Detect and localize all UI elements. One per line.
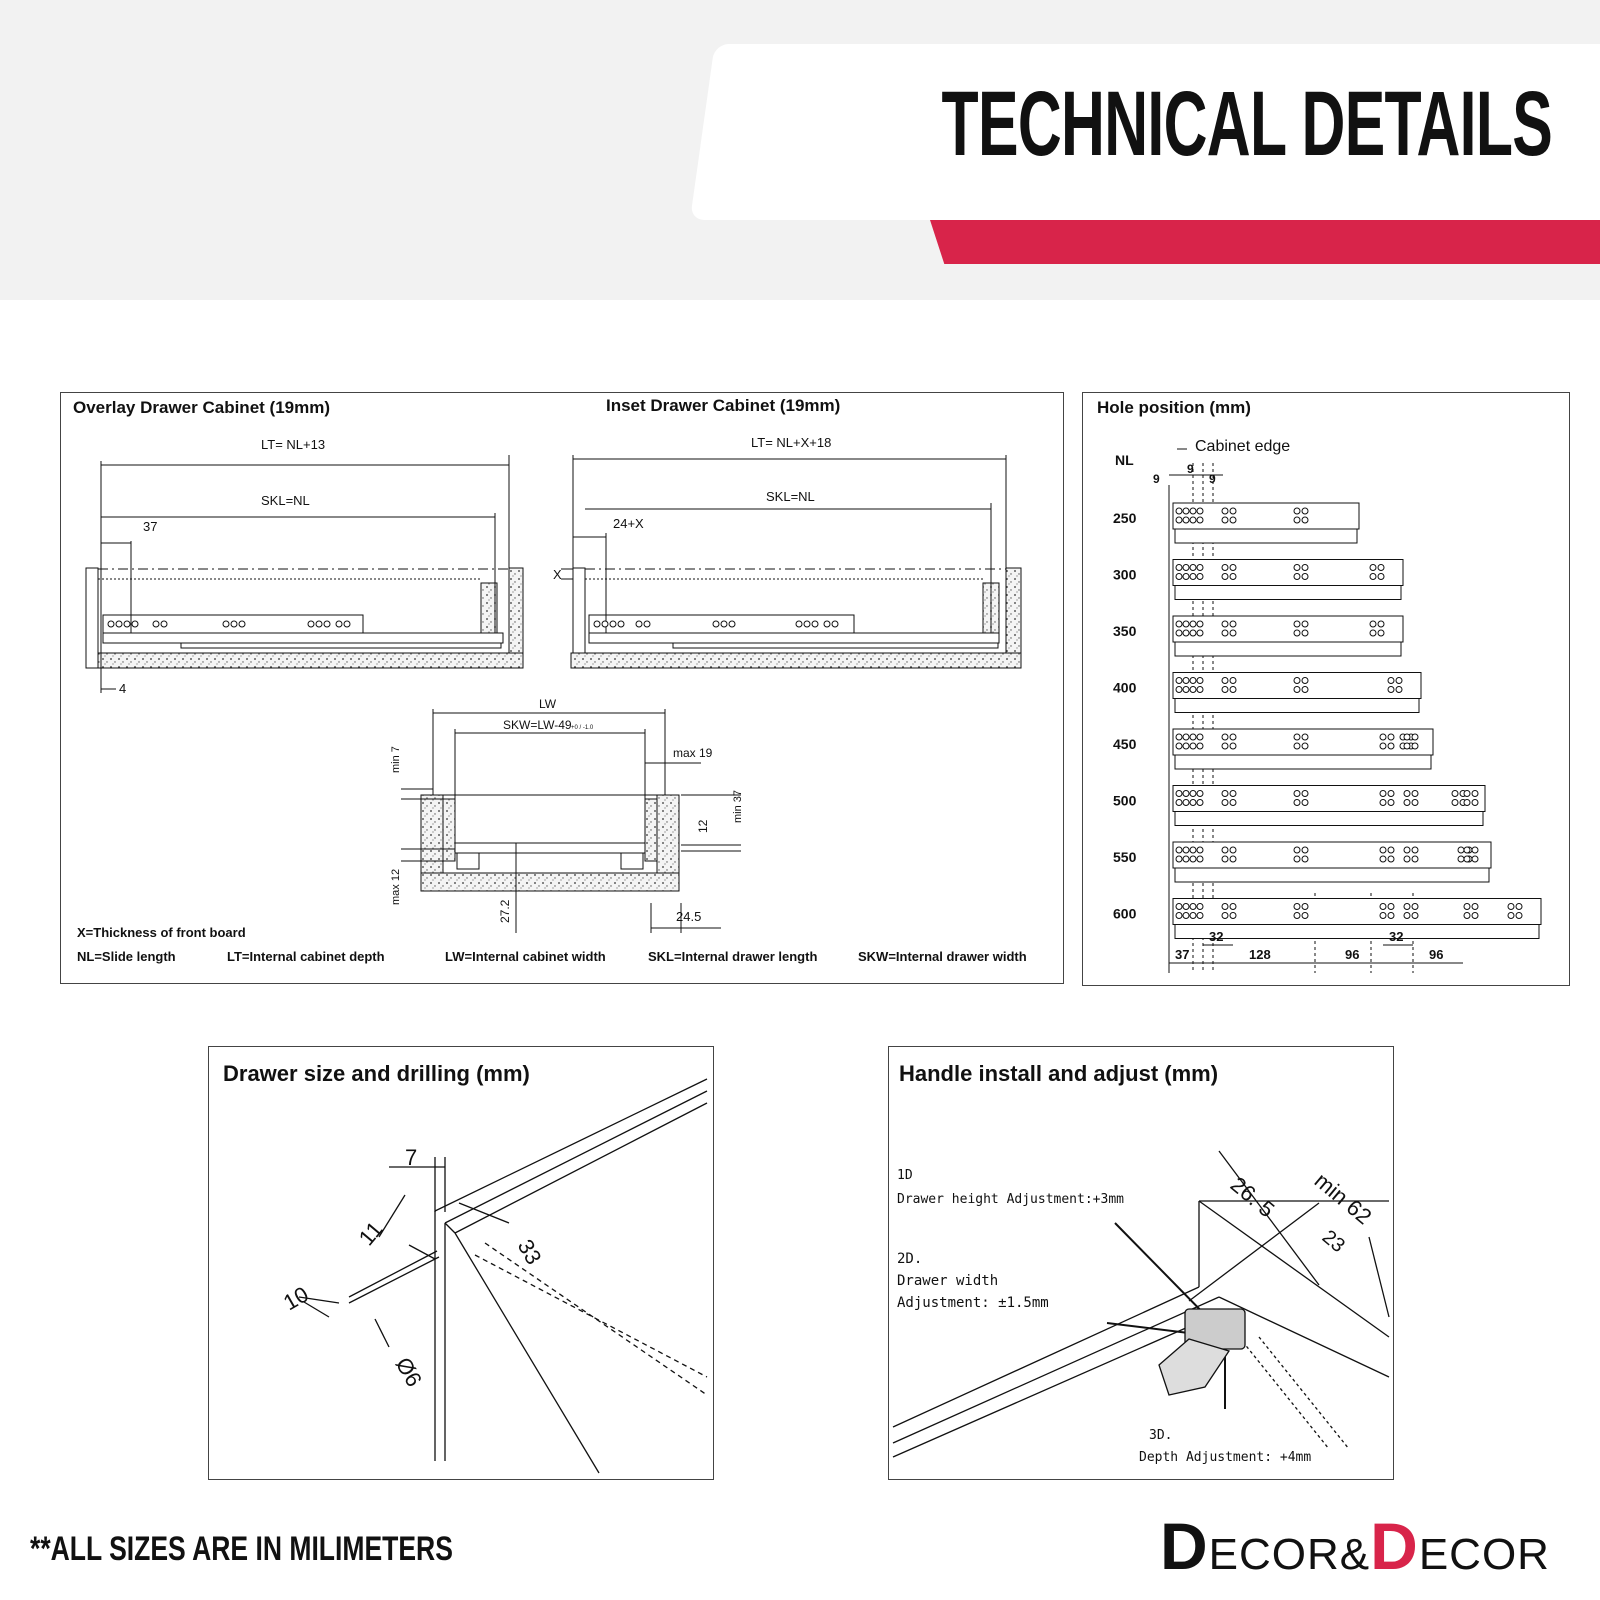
brand-initial-1: D	[1160, 1509, 1209, 1583]
bottom-dim-37: 37	[1175, 947, 1189, 962]
hole-position-panel: Hole position (mm) Cabinet edge NL 9 9 9…	[1082, 392, 1570, 986]
handle-dim-min62: min 62	[1310, 1168, 1377, 1230]
drilling-panel-title: Drawer size and drilling (mm)	[223, 1061, 530, 1086]
nl-row-500: 500	[1113, 793, 1137, 809]
drill-dim-7: 7	[405, 1145, 417, 1170]
page-title: TECHNICAL DETAILS	[941, 73, 1552, 175]
drill-dim-11: 11	[354, 1217, 388, 1251]
inset-dim-24x: 24+X	[613, 516, 644, 531]
bottom-dim-128: 128	[1249, 947, 1271, 962]
adjust-3d-text: Depth Adjustment: +4mm	[1139, 1450, 1311, 1465]
drilling-panel: Drawer size and drilling (mm) 7 11 10 Ø6…	[208, 1046, 714, 1480]
nl-row-300: 300	[1113, 567, 1137, 583]
section-dim-12: 12	[696, 819, 710, 833]
brand-word-2: ECOR	[1418, 1530, 1550, 1579]
bottom-dim-32b: 32	[1389, 929, 1403, 944]
nl-row-350: 350	[1113, 623, 1137, 639]
section-min37-label: min 37	[732, 790, 744, 823]
section-max12-label: max 12	[390, 869, 402, 905]
slide-rail-450	[1172, 728, 1434, 770]
overlay-skl-label: SKL=NL	[261, 493, 310, 508]
adjust-3d-label: 3D.	[1149, 1428, 1172, 1443]
hole-position-diagram: Hole position (mm) Cabinet edge NL 9 9 9…	[1097, 398, 1542, 973]
legend-nl: NL=Slide length	[77, 949, 176, 964]
inset-x-label: X	[553, 567, 562, 582]
legend-skw: SKW=Internal drawer width	[858, 949, 1027, 964]
cabinet-edge-label: Cabinet edge	[1195, 438, 1290, 455]
handle-diagram: Handle install and adjust (mm) 26. 5 min…	[892, 1061, 1390, 1465]
nl-row-250: 250	[1113, 510, 1137, 526]
handle-panel: Handle install and adjust (mm) 26. 5 min…	[888, 1046, 1394, 1480]
slide-rail-250	[1172, 502, 1360, 544]
brand-initial-2: D	[1370, 1509, 1419, 1583]
top-dim-2: 9	[1187, 462, 1194, 476]
overlay-lt-label: LT= NL+13	[261, 437, 325, 452]
cabinet-diagram: Overlay Drawer Cabinet (19mm) Inset Draw…	[73, 396, 1027, 964]
top-dim-3: 9	[1209, 472, 1216, 486]
slide-rail-500	[1172, 785, 1486, 826]
inset-lt-label: LT= NL+X+18	[751, 435, 831, 450]
drill-dim-10: 10	[279, 1281, 313, 1315]
top-dim-1: 9	[1153, 472, 1160, 486]
bottom-dim-96a: 96	[1345, 947, 1359, 962]
slide-rail-550	[1172, 841, 1492, 883]
legend-lt: LT=Internal cabinet depth	[227, 949, 385, 964]
drill-dim-33: 33	[513, 1235, 547, 1269]
adjust-1d-text: Drawer height Adjustment:+3mm	[897, 1192, 1124, 1207]
section-skw-label: SKW=LW-49	[503, 718, 572, 732]
section-dim-272: 27.2	[498, 899, 512, 923]
section-skw-tolerance: +0 / -1.0	[571, 725, 594, 731]
section-max19-label: max 19	[673, 746, 713, 760]
bottom-dim-96b: 96	[1429, 947, 1443, 962]
adjust-1d-label: 1D	[897, 1168, 913, 1183]
brand-word-1: ECOR&	[1208, 1530, 1371, 1579]
legend-x: X=Thickness of front board	[77, 925, 246, 940]
section-min7-label: min 7	[390, 746, 402, 773]
drill-dim-d6: Ø6	[391, 1353, 427, 1391]
inset-cabinet-title: Inset Drawer Cabinet (19mm)	[606, 396, 840, 415]
handle-dim-23: 23	[1318, 1226, 1349, 1257]
cabinet-diagram-panel: Overlay Drawer Cabinet (19mm) Inset Draw…	[60, 392, 1064, 984]
adjust-2d-text1: Drawer width	[897, 1273, 998, 1289]
bottom-dim-32a: 32	[1209, 929, 1223, 944]
nl-row-600: 600	[1113, 906, 1137, 922]
handle-dim-265: 26. 5	[1226, 1172, 1280, 1223]
brand-logo: DECOR&DECOR	[1160, 1508, 1550, 1584]
nl-row-400: 400	[1113, 680, 1137, 696]
slide-rail-350	[1172, 615, 1404, 657]
drilling-diagram: Drawer size and drilling (mm) 7 11 10 Ø6…	[223, 1061, 708, 1474]
section-lw-label: LW	[539, 697, 557, 711]
slide-rail-300	[1172, 559, 1404, 600]
hole-rows	[1172, 502, 1542, 939]
handle-panel-title: Handle install and adjust (mm)	[899, 1061, 1218, 1086]
nl-row-450: 450	[1113, 736, 1137, 752]
nl-row-550: 550	[1113, 849, 1137, 865]
units-footnote: **ALL SIZES ARE IN MILIMETERS	[30, 1530, 453, 1568]
slide-rail-400	[1172, 672, 1422, 713]
overlay-cabinet-title: Overlay Drawer Cabinet (19mm)	[73, 398, 330, 417]
overlay-dim-4: 4	[119, 681, 126, 696]
hole-panel-title: Hole position (mm)	[1097, 398, 1251, 417]
section-dim-245: 24.5	[676, 909, 701, 924]
overlay-dim-37: 37	[143, 519, 157, 534]
adjust-2d-label: 2D.	[897, 1251, 922, 1267]
adjust-2d-text2: Adjustment: ±1.5mm	[897, 1295, 1049, 1311]
nl-header: NL	[1115, 452, 1134, 468]
inset-skl-label: SKL=NL	[766, 489, 815, 504]
accent-stripe	[930, 220, 1600, 264]
slide-rail-600	[1172, 898, 1542, 939]
legend-skl: SKL=Internal drawer length	[648, 949, 817, 964]
legend-lw: LW=Internal cabinet width	[445, 949, 606, 964]
